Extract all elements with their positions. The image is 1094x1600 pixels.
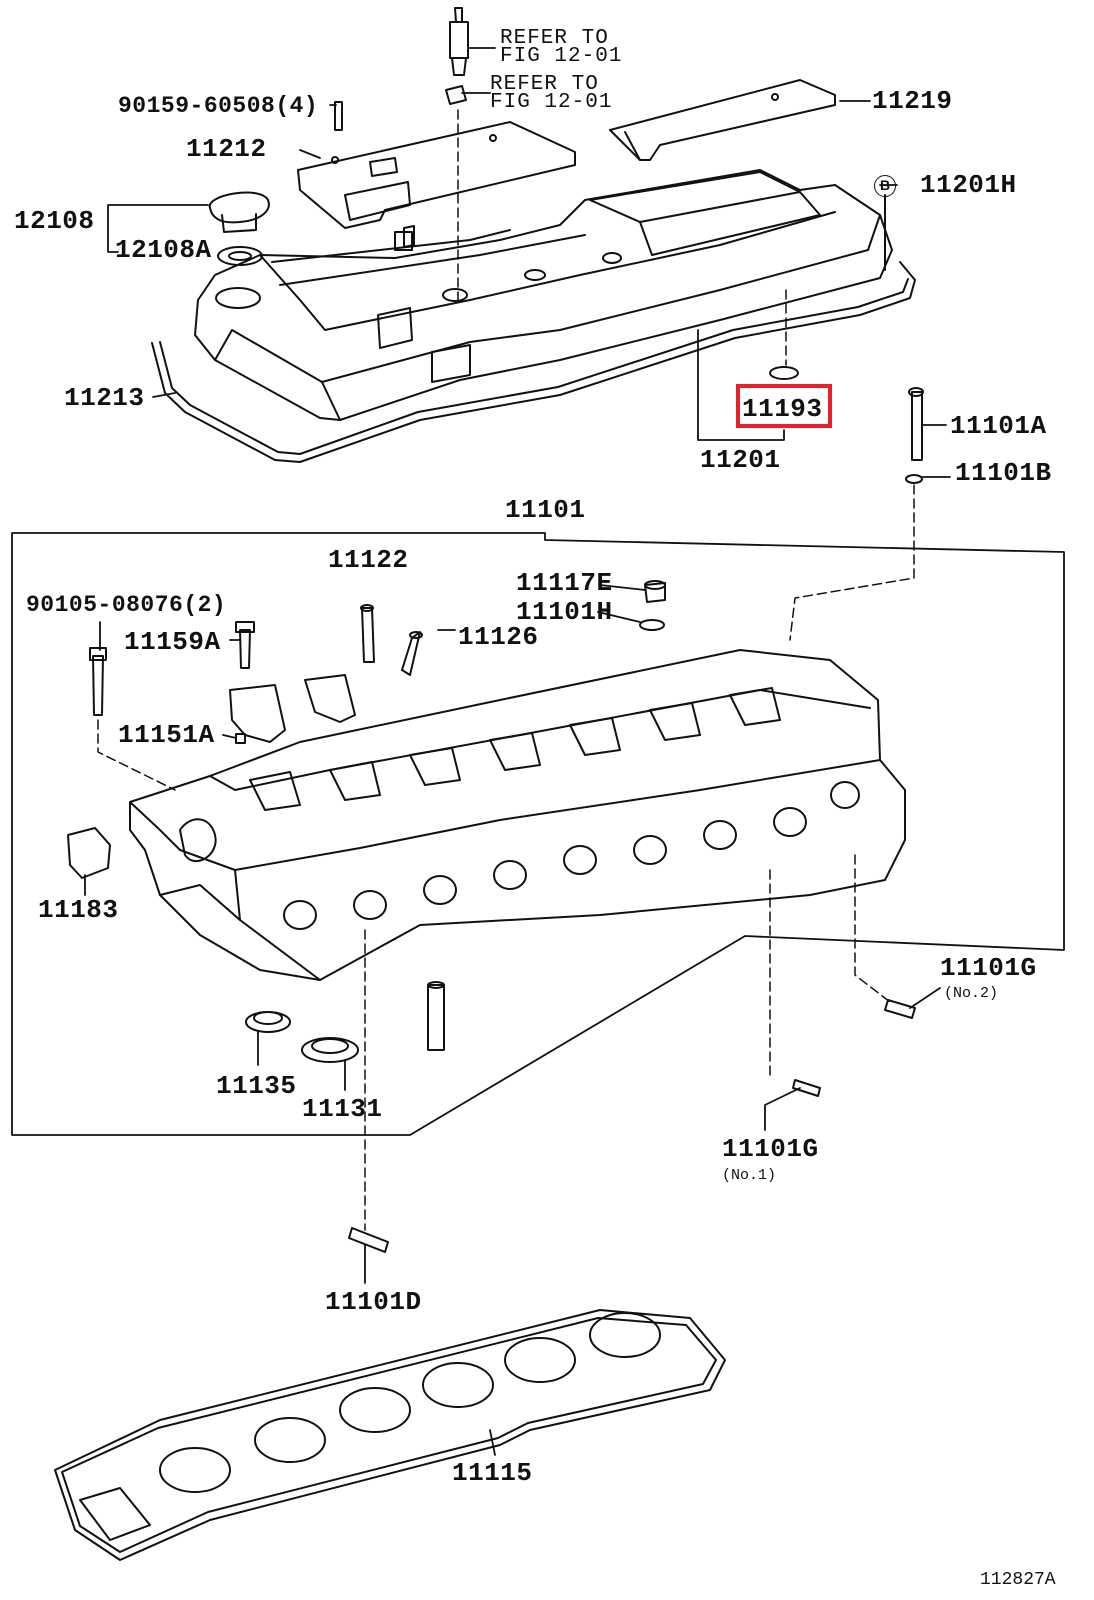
head-components-drawing	[67, 580, 666, 1063]
part-label-90159[interactable]: 90159-60508(4)	[118, 93, 319, 119]
highlight-box	[736, 384, 832, 428]
bracket-drawing	[609, 79, 836, 161]
leader-lines	[84, 47, 951, 1456]
refer-fig-label-upper: FIG 12-01	[500, 45, 623, 68]
figure-number: 112827A	[980, 1570, 1056, 1590]
dowel-pins-drawing	[348, 999, 916, 1253]
part-label-11193[interactable]: 11193	[742, 394, 823, 424]
part-label-11201h[interactable]: 11201H	[920, 170, 1017, 200]
part-label-11212[interactable]: 11212	[186, 134, 267, 164]
part-label-11219[interactable]: 11219	[872, 86, 953, 116]
part-label-11131[interactable]: 11131	[302, 1094, 383, 1124]
note-no1: (No.1)	[722, 1167, 777, 1184]
part-label-11115[interactable]: 11115	[452, 1458, 533, 1488]
part-label-11101g-no1[interactable]: 11101G	[722, 1134, 819, 1164]
part-label-11101[interactable]: 11101	[505, 495, 586, 525]
alignment-lines	[97, 109, 915, 1231]
part-label-11101a[interactable]: 11101A	[950, 411, 1047, 441]
part-label-90105[interactable]: 90105-08076(2)	[26, 592, 227, 618]
cylinder-head-cover-drawing	[151, 169, 916, 463]
refer-to-label-upper: REFER TO	[500, 27, 609, 50]
part-label-11101b[interactable]: 11101B	[955, 458, 1052, 488]
refer-fig-label-lower: FIG 12-01	[490, 91, 613, 114]
part-label-11201[interactable]: 11201	[700, 445, 781, 475]
part-label-12108[interactable]: 12108	[14, 206, 95, 236]
marker-b: B	[874, 175, 896, 197]
part-label-11213[interactable]: 11213	[64, 383, 145, 413]
refer-to-label-lower: REFER TO	[490, 73, 599, 96]
part-label-11101g-no2[interactable]: 11101G	[940, 953, 1037, 983]
part-label-11126[interactable]: 11126	[458, 622, 539, 652]
head-gasket-drawing	[54, 1309, 726, 1561]
part-label-11122[interactable]: 11122	[328, 545, 409, 575]
upper-fasteners-drawing	[334, 7, 924, 484]
part-label-11159a[interactable]: 11159A	[124, 627, 221, 657]
cylinder-head-drawing	[129, 649, 906, 981]
part-label-11151a[interactable]: 11151A	[118, 720, 215, 750]
cover-plate-drawing	[297, 121, 576, 229]
group-frame	[11, 532, 1065, 1136]
note-no2: (No.2)	[944, 985, 999, 1002]
oil-cap-drawing	[208, 191, 270, 266]
part-label-11101d[interactable]: 11101D	[325, 1287, 422, 1317]
part-label-11135[interactable]: 11135	[216, 1071, 297, 1101]
part-label-11117e[interactable]: 11117E	[516, 568, 613, 598]
part-label-11101h[interactable]: 11101H	[516, 597, 613, 627]
part-label-12108a[interactable]: 12108A	[115, 235, 212, 265]
part-label-11183[interactable]: 11183	[38, 895, 119, 925]
